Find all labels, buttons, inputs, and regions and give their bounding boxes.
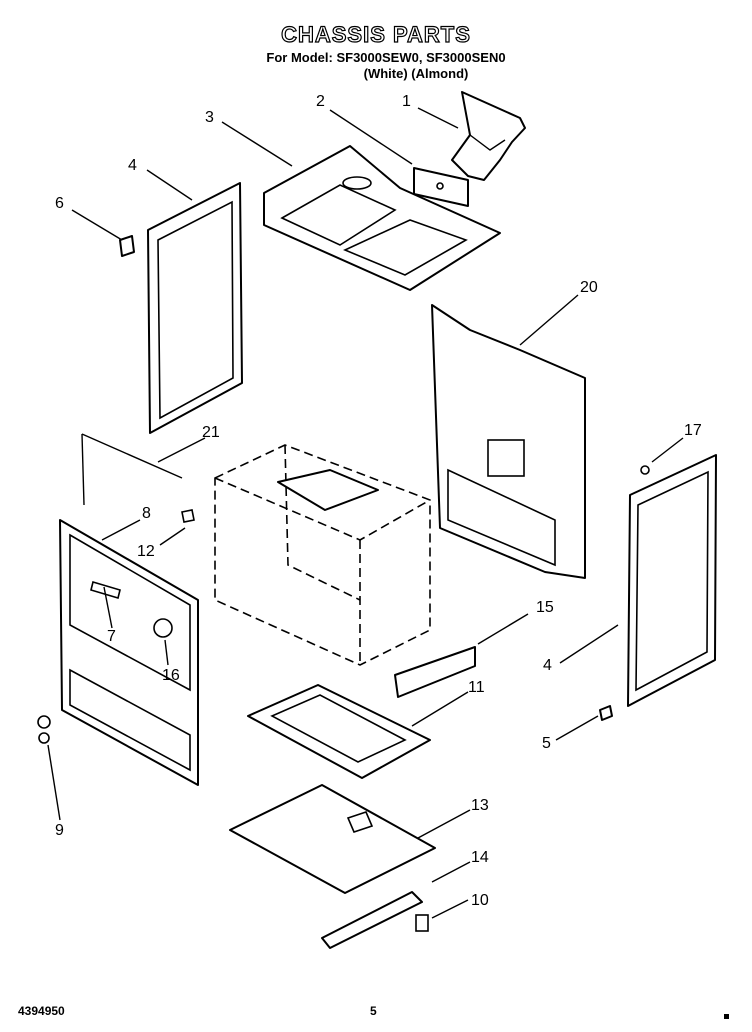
part-6-clip <box>119 235 135 257</box>
callout-13: 13 <box>471 797 489 814</box>
model-colors: (White) (Almond) <box>363 66 469 81</box>
part-20-back-panel <box>431 304 586 579</box>
callout-15: 15 <box>536 599 554 616</box>
part-11-burner-box <box>247 684 431 779</box>
callout-20: 20 <box>580 279 598 296</box>
callout-4-right: 4 <box>543 657 552 674</box>
part-12-screw <box>181 509 195 523</box>
part-9-grommet <box>37 715 51 744</box>
model-numbers: For Model: SF3000SEW0, SF3000SEN0 <box>266 50 506 65</box>
callout-8: 8 <box>142 505 151 522</box>
callout-17: 17 <box>684 422 702 439</box>
callout-5: 5 <box>542 735 551 752</box>
part-21-gasket <box>81 433 183 506</box>
part-10-screw <box>415 914 429 932</box>
corner-mark <box>724 1014 729 1019</box>
callout-4-left: 4 <box>128 157 137 174</box>
callout-10: 10 <box>471 892 489 909</box>
callout-11: 11 <box>468 679 485 696</box>
part-4-right-side-panel <box>627 454 717 707</box>
part-14-rail <box>321 891 423 949</box>
part-13-bottom-panel <box>229 784 436 894</box>
callout-21: 21 <box>202 424 220 441</box>
part-5-clip <box>599 705 613 721</box>
part-2-bracket <box>413 167 469 207</box>
callout-12: 12 <box>137 543 155 560</box>
part-8-front-frame <box>59 519 199 786</box>
document-number: 4394950 <box>18 1004 65 1018</box>
part-1-vent-deflector <box>451 91 526 181</box>
callout-3: 3 <box>205 109 214 126</box>
callout-9: 9 <box>55 822 64 839</box>
callout-16: 16 <box>162 667 180 684</box>
part-15-trim-strip <box>394 646 476 698</box>
callout-1: 1 <box>402 93 411 110</box>
callout-6: 6 <box>55 195 64 212</box>
callout-14: 14 <box>471 849 489 866</box>
part-3-top-panel <box>263 145 501 291</box>
callout-7: 7 <box>107 628 116 645</box>
part-17-screw <box>640 465 650 475</box>
page-number: 5 <box>370 1004 377 1018</box>
part-4-left-side-panel <box>147 182 243 434</box>
callout-2: 2 <box>316 93 325 110</box>
callout-labels: 1 2 3 4 6 20 21 17 8 12 7 16 15 11 4 5 9… <box>55 93 702 909</box>
leader-lines <box>47 107 684 919</box>
page-title: CHASSIS PARTS <box>280 21 471 47</box>
oven-cavity <box>214 444 431 666</box>
